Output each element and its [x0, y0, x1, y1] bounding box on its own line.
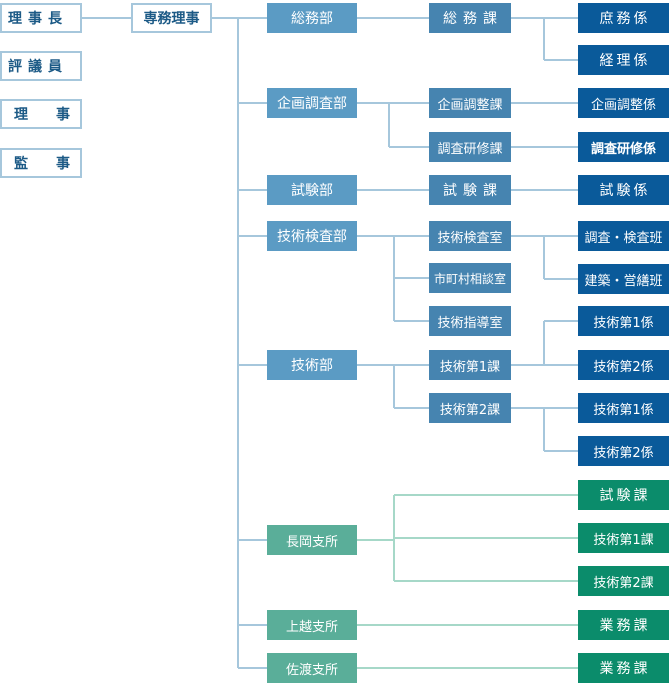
office-nagaoka: 長岡支所 [267, 525, 357, 555]
dept-testing: 試験部 [267, 175, 357, 205]
unit-general-affairs: 庶務係 [578, 3, 669, 33]
room-municipal-consultation: 市町村相談室 [429, 263, 511, 293]
dept-engineering: 技術部 [267, 350, 357, 380]
section-engineering-2: 技術第2課 [429, 393, 511, 423]
unit-engineering-1-1-label: 技術第1係 [593, 315, 654, 331]
dept-inspection-label: 技術検査部 [277, 229, 347, 245]
office-sado-label: 佐渡支所 [285, 662, 338, 678]
dept-testing-label: 試験部 [291, 183, 333, 199]
councilors-box: 評議員 [0, 51, 82, 81]
section-research-training: 調査研修課 [429, 132, 511, 162]
room-technical-inspection-label: 技術検査室 [437, 230, 503, 246]
chief-box: 理事長 [0, 3, 82, 33]
section-nagaoka-testing: 試験課 [578, 480, 669, 510]
section-research-training-label: 調査研修課 [437, 141, 503, 157]
dept-planning: 企画調査部 [267, 88, 357, 118]
section-general-affairs-label: 総務課 [443, 11, 503, 27]
office-sado: 佐渡支所 [267, 653, 357, 683]
section-testing: 試験課 [429, 175, 511, 205]
section-nagaoka-engineering-2: 技術第2課 [578, 566, 669, 596]
unit-engineering-2-1: 技術第1係 [578, 393, 669, 423]
unit-general-affairs-label: 庶務係 [599, 11, 651, 27]
directors-box: 理 事 [0, 99, 82, 129]
directors-label: 理 事 [14, 107, 70, 123]
unit-testing: 試験係 [578, 175, 669, 205]
section-sado-business: 業務課 [578, 653, 669, 683]
unit-engineering-2-1-label: 技術第1係 [593, 402, 654, 418]
unit-engineering-1-2-label: 技術第2係 [593, 359, 654, 375]
unit-research-training: 調査研修係 [578, 132, 669, 162]
managing-director-label: 専務理事 [143, 11, 200, 27]
room-municipal-consultation-label: 市町村相談室 [433, 271, 506, 286]
office-joetsu-label: 上越支所 [285, 619, 338, 635]
unit-testing-label: 試験係 [599, 183, 651, 199]
dept-engineering-label: 技術部 [291, 358, 333, 374]
unit-planning-coordination-label: 企画調整係 [590, 97, 656, 113]
unit-accounting-label: 経理係 [599, 53, 651, 69]
section-nagaoka-engineering-1-label: 技術第1課 [593, 532, 654, 548]
section-nagaoka-engineering-2-label: 技術第2課 [593, 575, 654, 591]
section-planning-coordination-label: 企画調整課 [437, 97, 503, 113]
section-nagaoka-testing-label: 試験課 [599, 488, 651, 504]
dept-general-affairs-label: 総務部 [291, 11, 333, 27]
section-engineering-2-label: 技術第2課 [439, 402, 501, 418]
managing-director-box: 専務理事 [131, 3, 212, 33]
section-nagaoka-engineering-1: 技術第1課 [578, 523, 669, 553]
section-general-affairs: 総務課 [429, 3, 511, 33]
auditors-box: 監 事 [0, 148, 82, 178]
room-technical-guidance-label: 技術指導室 [437, 315, 503, 331]
auditors-label: 監 事 [14, 156, 70, 172]
unit-engineering-1-2: 技術第2係 [578, 350, 669, 380]
section-joetsu-business: 業務課 [578, 610, 669, 640]
team-building-maintenance-label: 建築・営繕班 [584, 273, 663, 289]
section-engineering-1-label: 技術第1課 [439, 359, 501, 375]
room-technical-guidance: 技術指導室 [429, 306, 511, 336]
chief-label: 理事長 [8, 11, 68, 27]
unit-planning-coordination: 企画調整係 [578, 88, 669, 118]
unit-accounting: 経理係 [578, 45, 669, 75]
office-joetsu: 上越支所 [267, 610, 357, 640]
dept-inspection: 技術検査部 [267, 221, 357, 251]
office-nagaoka-label: 長岡支所 [285, 534, 338, 550]
unit-engineering-2-2-label: 技術第2係 [593, 445, 654, 461]
section-sado-business-label: 業務課 [599, 661, 651, 677]
councilors-label: 評議員 [8, 59, 68, 75]
unit-research-training-label: 調査研修係 [590, 141, 656, 157]
room-technical-inspection: 技術検査室 [429, 221, 511, 251]
unit-engineering-1-1: 技術第1係 [578, 306, 669, 336]
section-joetsu-business-label: 業務課 [599, 618, 651, 634]
unit-engineering-2-2: 技術第2係 [578, 436, 669, 466]
team-building-maintenance: 建築・営繕班 [578, 264, 669, 294]
section-testing-label: 試験課 [443, 183, 503, 199]
dept-planning-label: 企画調査部 [277, 96, 347, 112]
team-survey-inspection: 調査・検査班 [578, 221, 669, 251]
section-engineering-1: 技術第1課 [429, 350, 511, 380]
team-survey-inspection-label: 調査・検査班 [584, 230, 663, 246]
dept-general-affairs: 総務部 [267, 3, 357, 33]
section-planning-coordination: 企画調整課 [429, 88, 511, 118]
